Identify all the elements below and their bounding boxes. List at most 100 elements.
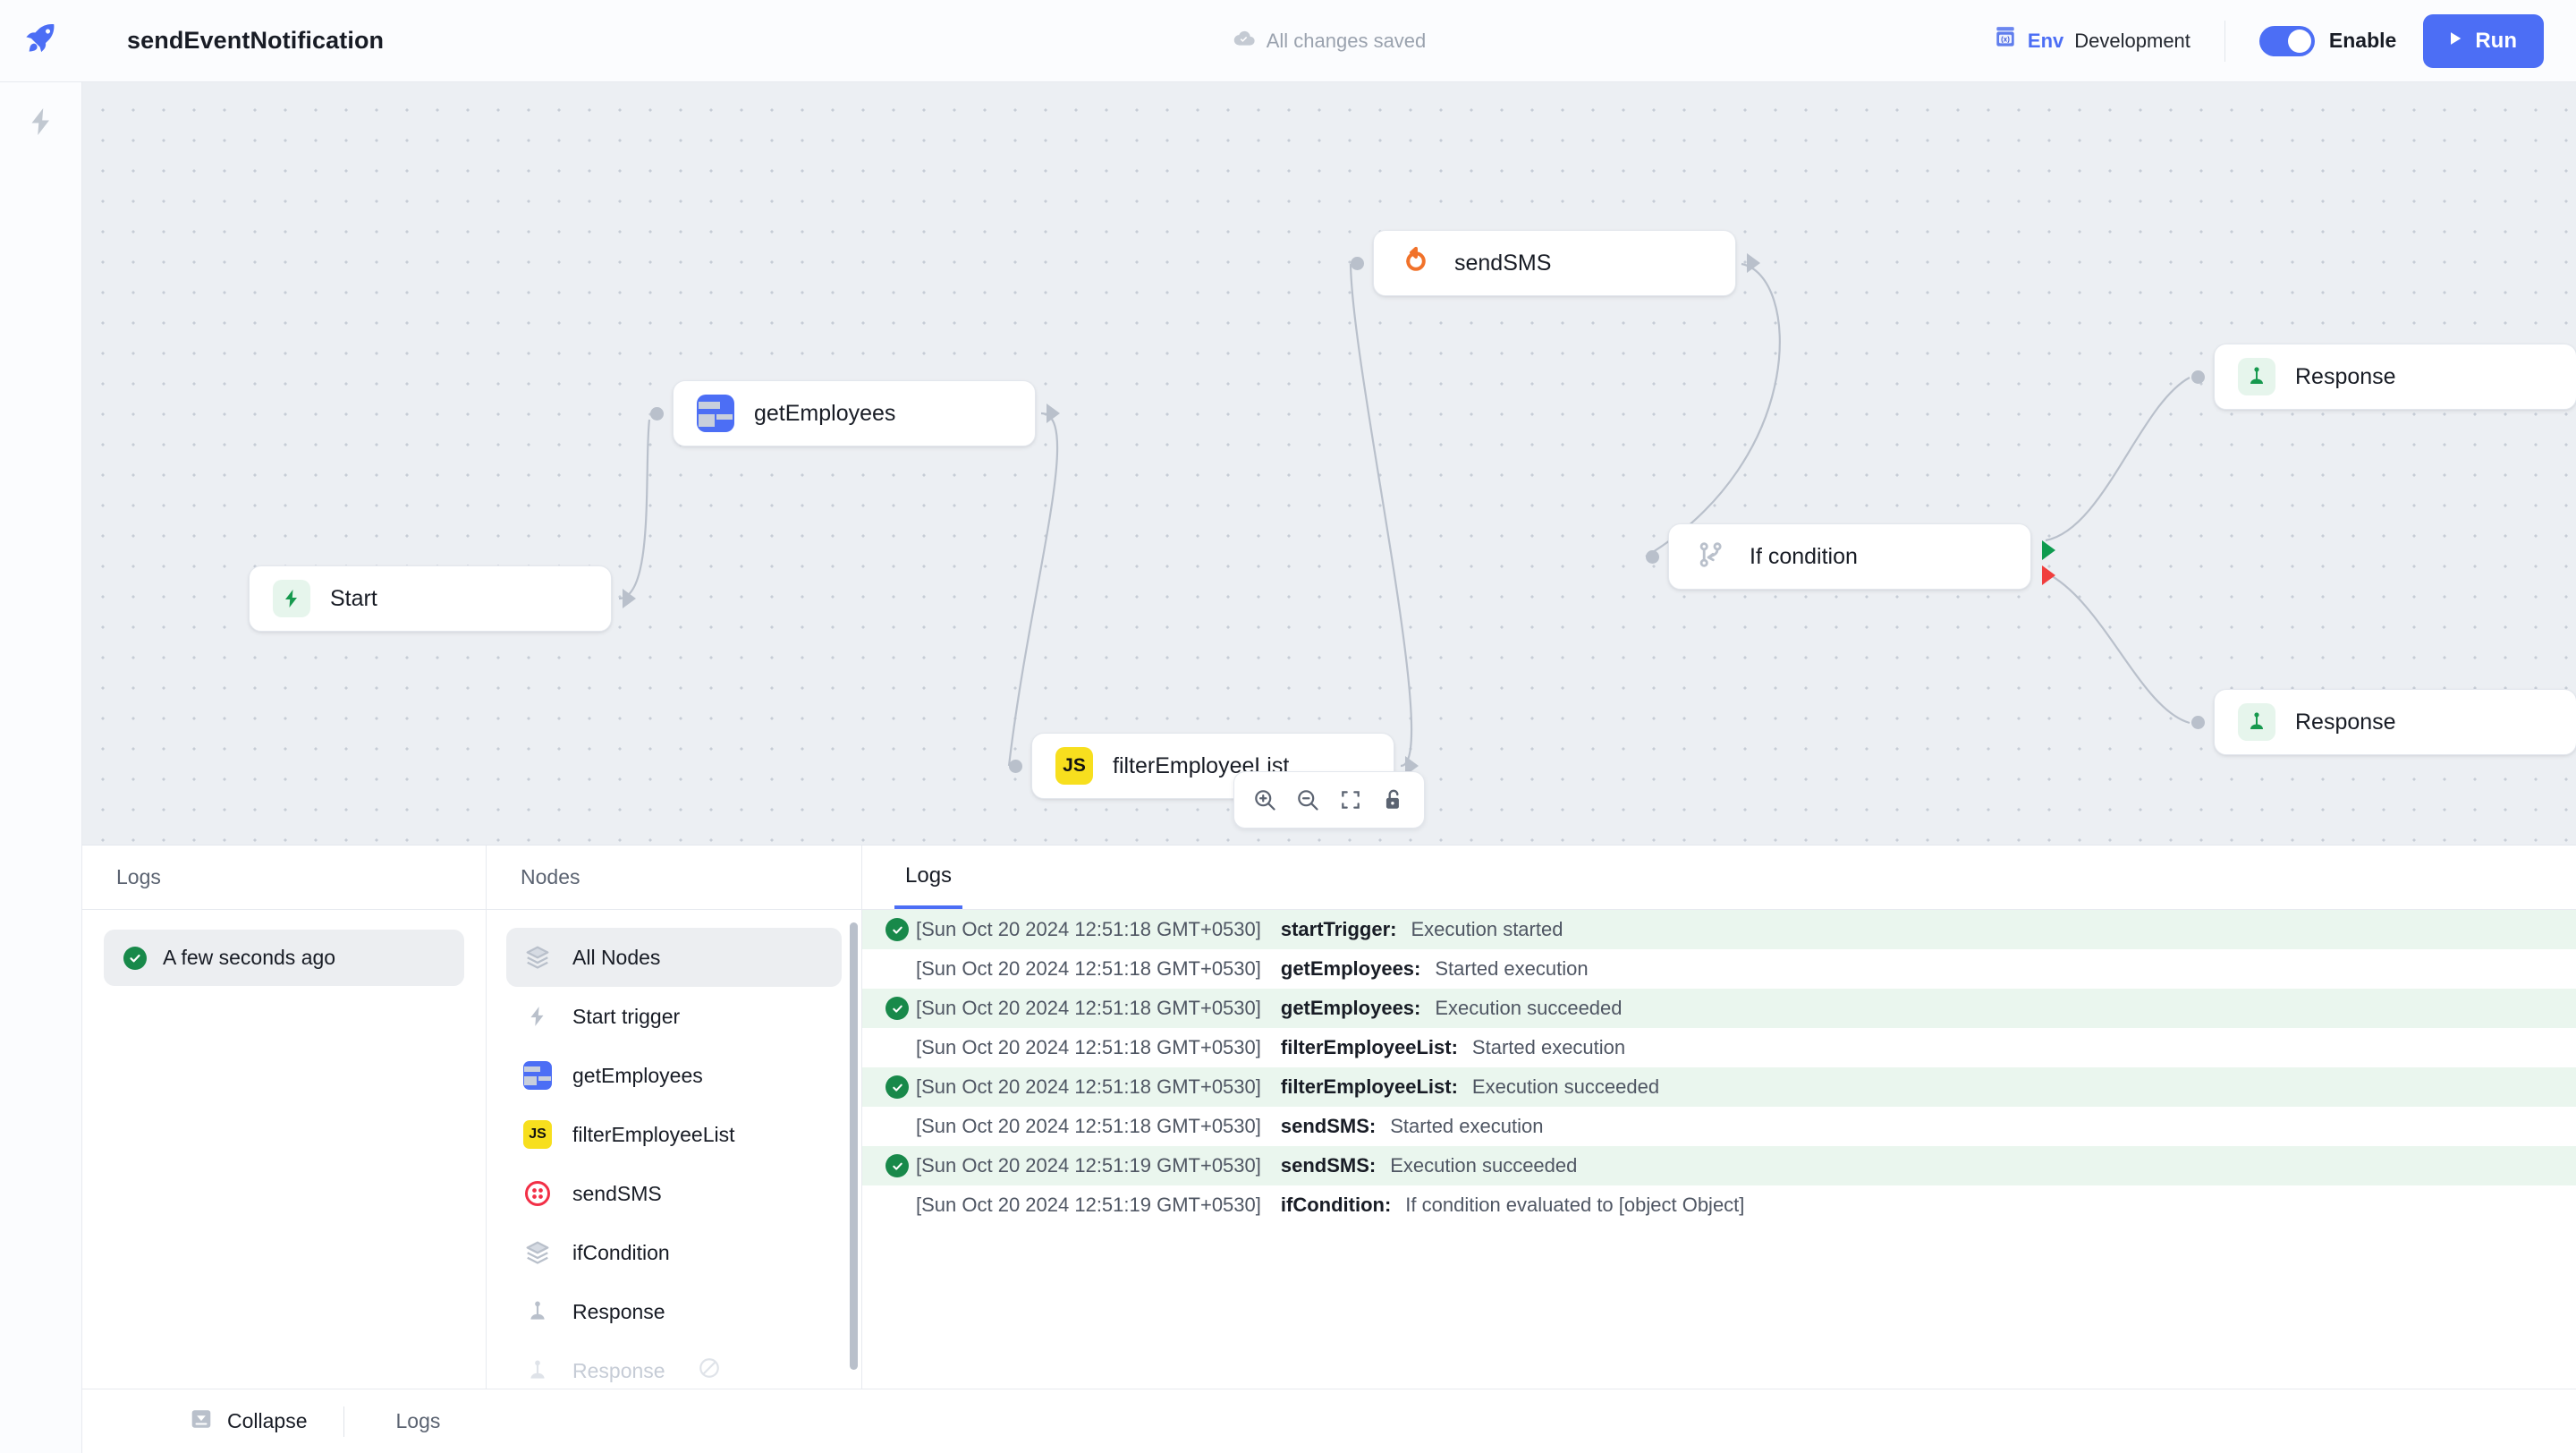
workflow-canvas[interactable]: Start getEmployees <box>82 82 2576 845</box>
run-button[interactable]: Run <box>2423 13 2544 68</box>
node-list-item-filteremployeelist[interactable]: JS filterEmployeeList <box>506 1105 842 1164</box>
bottom-panel: Logs A few seconds ago Nodes <box>82 845 2576 1453</box>
node-list-item-response[interactable]: Response <box>506 1282 842 1341</box>
node-list-item-label: filterEmployeeList <box>572 1122 735 1146</box>
refresh-icon <box>1401 246 1431 281</box>
layers-icon <box>522 942 553 973</box>
log-row: [Sun Oct 20 2024 12:51:18 GMT+0530] send… <box>862 1107 2576 1146</box>
success-check-icon <box>886 997 916 1020</box>
log-message: Started execution <box>1390 1115 1544 1137</box>
run-button-label: Run <box>2475 28 2517 53</box>
log-timestamp: [Sun Oct 20 2024 12:51:19 GMT+0530] <box>916 1154 1261 1177</box>
enable-toggle-group[interactable]: Enable <box>2225 25 2423 56</box>
edge-connections <box>618 262 2190 768</box>
node-output-port-true[interactable] <box>2042 540 2055 560</box>
node-output-port[interactable] <box>1747 253 1760 273</box>
node-output-port[interactable] <box>1405 756 1419 776</box>
rocket-icon <box>23 21 59 61</box>
log-timestamp: [Sun Oct 20 2024 12:51:18 GMT+0530] <box>916 997 1261 1019</box>
save-status: All changes saved <box>1233 27 1426 55</box>
js-icon: JS <box>522 1119 553 1150</box>
git-branch-icon <box>1696 540 1726 574</box>
rail-item-rocket[interactable] <box>0 0 82 82</box>
lock-icon[interactable] <box>1372 780 1415 820</box>
node-list-item-label: All Nodes <box>572 945 661 969</box>
collapse-button[interactable]: Collapse <box>190 1407 343 1436</box>
app-header: sendEventNotification All changes saved <box>82 0 2576 82</box>
env-selector[interactable]: (x) Env Development <box>1994 26 2224 55</box>
canvas-node-sendsms[interactable]: sendSMS <box>1351 230 1760 296</box>
zoom-in-icon[interactable] <box>1243 780 1286 820</box>
nodes-scrollbar[interactable] <box>850 922 858 1370</box>
node-input-port[interactable] <box>2191 716 2205 729</box>
node-list-item-getemployees[interactable]: getEmployees <box>506 1046 842 1105</box>
rail-item-bolt[interactable] <box>0 82 82 165</box>
node-list-item-label: sendSMS <box>572 1181 662 1205</box>
node-icon-wrapper <box>2238 703 2275 741</box>
node-list-item-label: getEmployees <box>572 1063 703 1087</box>
log-row: [Sun Oct 20 2024 12:51:18 GMT+0530] filt… <box>862 1028 2576 1067</box>
node-list-item-sendsms[interactable]: sendSMS <box>506 1164 842 1223</box>
node-input-port[interactable] <box>1351 257 1364 270</box>
success-check-icon <box>886 1075 916 1099</box>
js-icon: JS <box>1055 747 1093 785</box>
node-list-item-all-nodes[interactable]: All Nodes <box>506 928 842 987</box>
env-label: Env <box>2027 29 2064 52</box>
runs-column: Logs A few seconds ago <box>82 845 487 1389</box>
node-label: If condition <box>1750 543 1858 569</box>
runs-column-header: Logs <box>82 845 486 910</box>
env-variable-icon: (x) <box>1994 26 2017 55</box>
database-icon <box>522 1060 553 1091</box>
node-icon-wrapper <box>1397 244 1435 282</box>
left-rail <box>0 0 82 1453</box>
log-node-name: filterEmployeeList: <box>1280 1075 1458 1098</box>
log-timestamp: [Sun Oct 20 2024 12:51:18 GMT+0530] <box>916 918 1261 940</box>
log-row: [Sun Oct 20 2024 12:51:19 GMT+0530] ifCo… <box>862 1185 2576 1225</box>
node-output-port[interactable] <box>623 589 636 608</box>
log-timestamp: [Sun Oct 20 2024 12:51:18 GMT+0530] <box>916 1075 1261 1098</box>
node-list-item-start-trigger[interactable]: Start trigger <box>506 987 842 1046</box>
layers-icon <box>522 1237 553 1268</box>
node-list-item-label: Response <box>572 1358 665 1382</box>
database-icon <box>697 395 734 432</box>
success-check-icon <box>123 946 147 970</box>
twilio-icon <box>522 1178 553 1209</box>
bolt-icon <box>522 1001 553 1032</box>
node-output-port-false[interactable] <box>2042 565 2055 585</box>
canvas-node-getemployees[interactable]: getEmployees <box>650 380 1060 446</box>
status-logs-button[interactable]: Logs <box>395 1409 441 1432</box>
canvas-controls <box>1233 771 1425 828</box>
status-divider <box>343 1406 344 1437</box>
canvas-node-ifcondition[interactable]: If condition <box>1646 523 2055 590</box>
node-list-item-ifcondition[interactable]: ifCondition <box>506 1223 842 1282</box>
canvas-node-response-false[interactable]: Response <box>2191 689 2576 755</box>
run-list-item[interactable]: A few seconds ago <box>104 930 464 986</box>
node-icon-wrapper <box>697 395 734 432</box>
node-input-port[interactable] <box>1646 550 1659 564</box>
log-tabbar: Logs <box>862 845 2576 910</box>
success-check-icon <box>886 918 916 941</box>
node-icon-wrapper: JS <box>1055 747 1093 785</box>
bolt-icon <box>25 106 57 142</box>
log-message: Execution succeeded <box>1471 1075 1660 1098</box>
log-node-name: sendSMS: <box>1280 1115 1377 1137</box>
canvas-node-response-true[interactable]: Response <box>2191 344 2576 410</box>
tab-logs[interactable]: Logs <box>894 845 963 909</box>
node-output-port[interactable] <box>1046 404 1060 423</box>
play-icon <box>2446 29 2464 54</box>
fit-view-icon[interactable] <box>1329 780 1372 820</box>
canvas-node-start[interactable]: Start <box>249 565 636 632</box>
page-title: sendEventNotification <box>127 27 385 54</box>
enable-toggle[interactable] <box>2258 25 2315 56</box>
node-input-port[interactable] <box>650 407 664 421</box>
response-icon <box>2238 358 2275 395</box>
log-row: [Sun Oct 20 2024 12:51:18 GMT+0530] getE… <box>862 949 2576 989</box>
node-label: Start <box>330 585 377 611</box>
log-row: [Sun Oct 20 2024 12:51:19 GMT+0530] send… <box>862 1146 2576 1185</box>
node-input-port[interactable] <box>1009 760 1022 773</box>
node-list-item-response-disabled[interactable]: Response <box>506 1341 842 1389</box>
log-node-name: getEmployees: <box>1280 957 1421 980</box>
node-input-port[interactable] <box>2191 370 2205 384</box>
zoom-out-icon[interactable] <box>1286 780 1329 820</box>
log-message: Execution started <box>1411 918 1563 940</box>
